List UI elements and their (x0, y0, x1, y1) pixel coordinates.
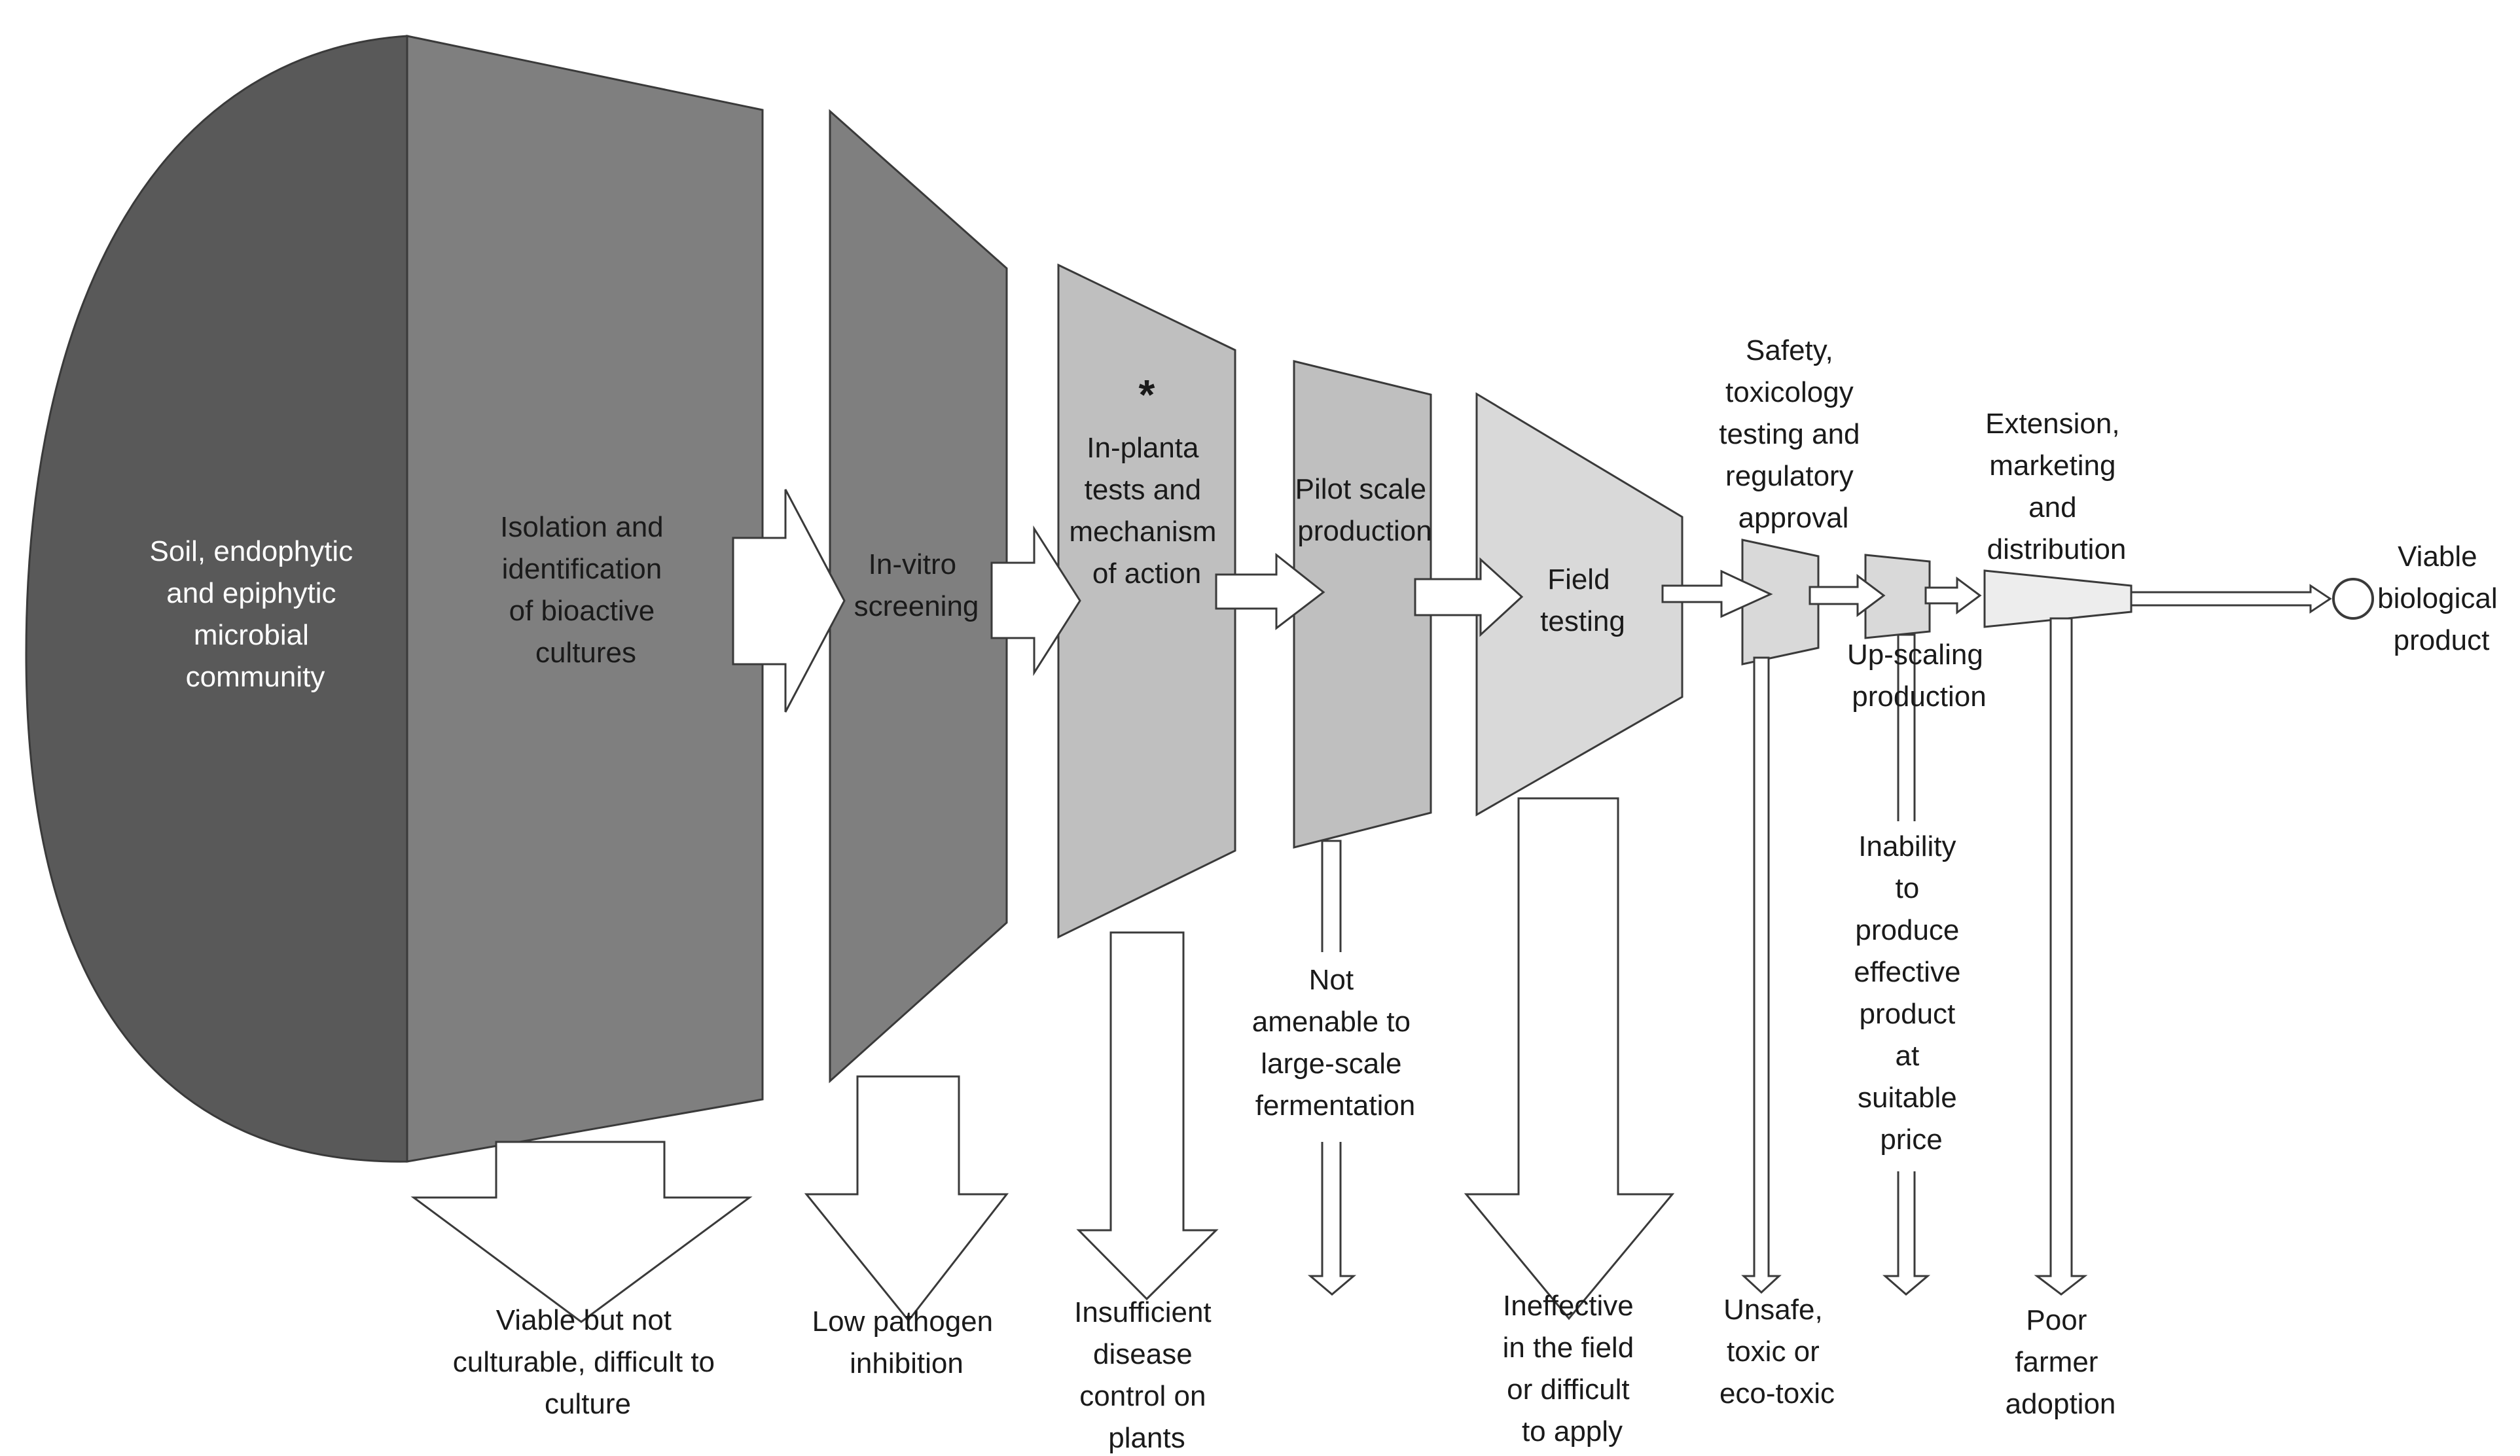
safety-stage-shape (1741, 539, 1820, 666)
failure-arrow-inplanta (1076, 931, 1219, 1301)
safety-failure-label: Unsafe, toxic or eco-toxic (1719, 1294, 1835, 1410)
failure-arrow-isolation (410, 1141, 753, 1323)
upscaling-failure-label: Inability to produce effective product a… (1854, 830, 1968, 1156)
inplanta-failure-label: Insufficient disease control on plants (1074, 1296, 1219, 1454)
upscaling-failure-label-bg (1826, 821, 1990, 1171)
flow-arrow-pilot-to-field (1414, 557, 1524, 637)
failure-arrow-extension (2034, 617, 2088, 1296)
viable-product-circle (2332, 578, 2374, 620)
inplanta-label: In-planta tests and mechanism of action (1069, 432, 1224, 590)
inplanta-stage-shape (1057, 263, 1236, 939)
field-stage-shape (1475, 392, 1683, 817)
field-failure-label: Ineffective in the field or difficult to… (1503, 1290, 1642, 1447)
pilot-label: Pilot scale production (1295, 473, 1435, 547)
failure-arrow-field (1464, 797, 1675, 1321)
isolation-failure-label: Viable but not culturable, difficult to … (453, 1304, 723, 1420)
extension-label: Extension, marketing and distribution (1985, 408, 2128, 565)
invitro-label: In-vitro screening (854, 548, 979, 622)
invitro-failure-label: Low pathogen inhibition (812, 1305, 1001, 1379)
field-label: Field testing (1540, 563, 1625, 637)
isolation-label: Isolation and identification of bioactiv… (500, 511, 672, 669)
safety-label: Safety, toxicology testing and regulator… (1719, 334, 1868, 534)
product-label: Viable biological product (2377, 541, 2506, 656)
failure-arrow-invitro (804, 1075, 1009, 1323)
upscaling-label: Up-scaling production (1847, 639, 1991, 713)
pilot-stage-shape (1293, 360, 1432, 849)
extension-stage-shape (1983, 569, 2133, 628)
flow-arrow-inplanta-to-pilot (1215, 552, 1325, 631)
flow-arrow-field-to-safety (1661, 569, 1773, 618)
extension-failure-label: Poor farmer adoption (2006, 1304, 2116, 1420)
flow-arrow-isolation-to-invitro (732, 489, 846, 713)
community-label: Soil, endophytic and epiphytic microbial… (150, 535, 361, 693)
invitro-stage-shape (829, 109, 1008, 1084)
failure-arrow-safety (1741, 656, 1782, 1294)
community-shape (25, 35, 408, 1163)
flow-arrow-upscaling-to-extension (1924, 577, 1982, 614)
pilot-failure-label-bg (1227, 952, 1443, 1142)
pilot-failure-label: Not amenable to large-scale fermentation (1252, 964, 1418, 1122)
flow-arrow-extension-to-product (2130, 584, 2332, 614)
flow-arrow-invitro-to-inplanta (990, 525, 1081, 677)
flow-arrow-safety-to-upscaling (1809, 574, 1886, 617)
isolation-stage-shape (406, 35, 764, 1163)
inplanta-asterisk: * (1139, 371, 1155, 418)
